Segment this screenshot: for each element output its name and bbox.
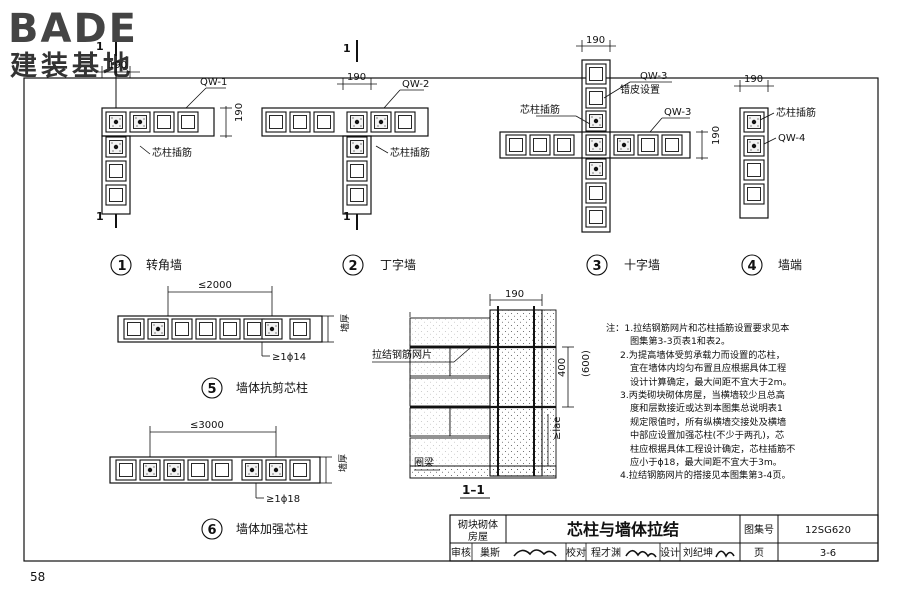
fig3-label-qw3-right: QW-3 (664, 107, 691, 118)
fig2-name: 丁字墙 (380, 257, 416, 272)
fig5-dim-2000: ≤2000 (198, 280, 232, 291)
fig4-label-qw4: QW-4 (778, 133, 805, 144)
fig3-label-stagger: 错皮设置 (620, 83, 660, 96)
note-line: 宜在墙体内均匀布置且应根据具体工程 (630, 363, 787, 375)
designer-signature (715, 550, 735, 558)
fig5-bar-label: ≥1ϕ14 (272, 352, 306, 363)
fig1-section-mark-bottom: 1 (96, 210, 104, 223)
notes: 注：1.拉结钢筋网片和芯柱插筋设置要求见本 图集第3-3页表1和表2。 2.为提… (606, 322, 876, 483)
brand-logo: BADE 建装基地 (4, 2, 179, 84)
fig6-wall-thickness: 墙厚 (337, 454, 349, 472)
section-label-mesh: 拉结钢筋网片 (372, 348, 432, 361)
fig4-number: 4 (747, 259, 756, 274)
fig3-label-core-bar: 芯柱插筋 (520, 103, 560, 116)
note-line: 图集第3-3页表1和表2。 (630, 336, 731, 348)
fig2-label-core-bar: 芯柱插筋 (390, 146, 430, 159)
section-title: 1–1 (462, 483, 485, 497)
title-block-atlas-number: 12SG620 (805, 525, 851, 536)
fig1-dim-190: 190 (108, 60, 127, 71)
fig1-label-core-bar: 芯柱插筋 (152, 146, 192, 159)
figure-6-strengthened-core-wall: ≤3000 墙厚 ≥1ϕ18 6 墙体加强芯柱 (109, 420, 349, 540)
figure-5-shear-core-wall: ≤2000 墙厚 ≥1ϕ14 5 墙体抗剪芯柱 (117, 280, 351, 399)
note-line: 4.拉结钢筋网片的搭接见本图集第3-4页。 (620, 470, 791, 482)
section-label-lae: ≥lae (552, 417, 563, 440)
fig1-dim-190-vert: 190 (234, 103, 245, 122)
title-block-designer: 刘纪坤 (683, 546, 713, 559)
figure-3-cross-wall: 190 QW-3 错皮设置 芯柱插筋 QW-3 190 3 十字墙 (499, 35, 722, 276)
fig6-dim-3000: ≤3000 (190, 420, 224, 431)
fig3-number: 3 (592, 259, 601, 274)
note-line: 规定限值时，所有纵横墙交接处及横墙 (630, 416, 787, 428)
reviewer-signature (513, 549, 557, 557)
section-1-1: 190 拉结钢筋网片 400 (600) ≥lae 圈梁 1–1 (372, 289, 592, 499)
note-line: 3.丙类砌块砌体房屋，当横墙较少且总高 (620, 390, 785, 402)
note-line: 设计计算确定，最大间距不宜大于2m。 (630, 376, 792, 388)
fig1-number: 1 (117, 259, 126, 274)
fig2-dim-190: 190 (347, 72, 366, 83)
fig3-name: 十字墙 (624, 257, 660, 272)
fig3-label-qw3-top: QW-3 (640, 71, 667, 82)
note-line: 应小于ϕ18，最大间距不宜大于3m。 (630, 457, 782, 469)
fig5-wall-thickness: 墙厚 (339, 314, 351, 332)
fig2-section-mark-top: 1 (343, 42, 351, 55)
title-block-check-label: 校对 (566, 546, 586, 559)
title-block-title: 芯柱与墙体拉结 (567, 520, 679, 539)
fig4-dim-190: 190 (744, 74, 763, 85)
fig6-name: 墙体加强芯柱 (236, 521, 308, 536)
title-block-design-label: 设计 (660, 546, 680, 559)
note-line: 度和层数接近或达到本图集总说明表1 (630, 403, 783, 415)
figure-4-wall-end: 190 芯柱插筋 QW-4 4 墙端 (734, 74, 816, 276)
title-block-atlas-label: 图集号 (744, 523, 774, 536)
fig1-section-mark-top: 1 (96, 40, 104, 53)
fig4-name: 墙端 (778, 258, 802, 272)
note-line: 中部应设置加强芯柱(不少于两孔)，芯 (630, 430, 785, 442)
fig6-bar-label: ≥1ϕ18 (266, 494, 300, 505)
title-block-category-2: 房屋 (468, 530, 488, 543)
fig2-number: 2 (348, 259, 357, 274)
section-dim-400: 400 (557, 358, 568, 377)
note-line: 柱应根据具体工程设计确定，芯柱插筋不 (630, 443, 796, 455)
checker-signature (625, 549, 657, 558)
title-block-reviewer: 巢斯 (480, 546, 500, 559)
title-block-page-number: 3-6 (820, 548, 836, 559)
fig2-section-mark-bottom: 1 (343, 210, 351, 223)
figure-1-corner-wall: 190 1 1 QW-1 190 芯柱插筋 1 转角墙 (96, 40, 245, 276)
fig2-label-qw2: QW-2 (402, 79, 429, 90)
title-block-category-1: 砌块砌体 (458, 519, 498, 531)
note-line: 注：1.拉结钢筋网片和芯柱插筋设置要求见本 (606, 323, 790, 334)
logo-wordmark: BADE (8, 6, 138, 52)
title-block-review-label: 审核 (451, 546, 471, 559)
fig1-name: 转角墙 (146, 257, 182, 272)
fig4-label-core-bar: 芯柱插筋 (776, 106, 816, 119)
fig3-dim-190-vert: 190 (711, 126, 722, 145)
page-number: 58 (30, 570, 46, 584)
figure-2-t-wall: 1 1 190 QW-2 芯柱插筋 2 丁字墙 (261, 40, 430, 276)
section-dim-600: (600) (581, 350, 592, 377)
section-label-ring-beam: 圈梁 (414, 456, 434, 469)
title-block-checker: 程才渊 (591, 546, 621, 559)
fig5-number: 5 (207, 382, 216, 397)
title-block-page-label: 页 (754, 547, 764, 559)
note-line: 2.为提高墙体受剪承载力而设置的芯柱， (620, 349, 785, 361)
fig3-dim-190: 190 (586, 35, 605, 46)
title-block (449, 514, 879, 562)
fig1-label-qw1: QW-1 (200, 77, 227, 88)
section-dim-190: 190 (505, 289, 524, 300)
fig5-name: 墙体抗剪芯柱 (236, 380, 308, 395)
fig6-number: 6 (207, 523, 216, 538)
logo-subtitle: 建装基地 (10, 51, 134, 80)
